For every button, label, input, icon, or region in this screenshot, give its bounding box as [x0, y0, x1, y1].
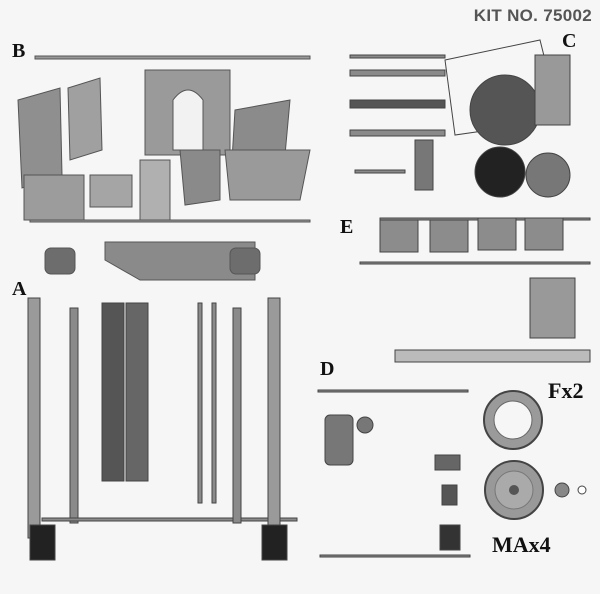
- sprue-b: [17, 55, 311, 281]
- sprue-label-a: A: [12, 278, 27, 300]
- sprue-d: [317, 389, 471, 558]
- kit-title: KIT NO. 75002: [473, 6, 592, 25]
- rear-wheel-quantity: MAx4: [492, 532, 551, 557]
- sprue-label-b: B: [12, 40, 26, 62]
- sprue-label-c: C: [562, 30, 577, 52]
- sprue-a: [27, 297, 298, 561]
- sprue-e: [359, 217, 591, 363]
- sprue-label-e: E: [340, 216, 354, 238]
- wheel-parts: [483, 390, 587, 520]
- sprue-label-d: D: [320, 358, 335, 380]
- sprue-c: [349, 39, 571, 198]
- front-wheel-quantity: Fx2: [548, 378, 584, 403]
